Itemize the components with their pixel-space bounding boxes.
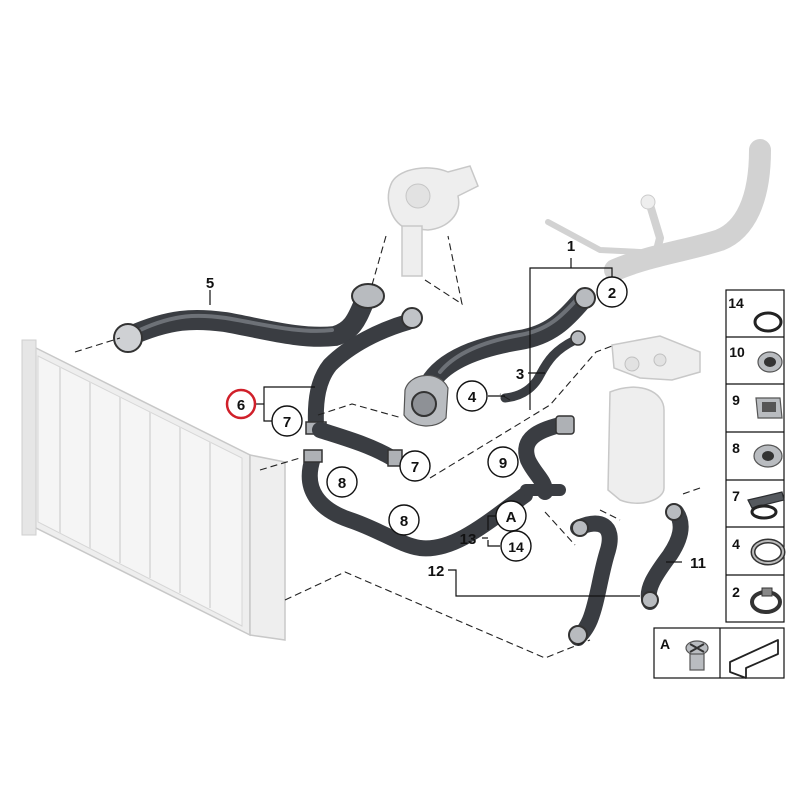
svg-text:9: 9 xyxy=(732,392,740,408)
band-clamp-icon xyxy=(750,538,786,566)
callout-6-highlighted[interactable]: 6 xyxy=(225,388,257,420)
svg-text:3: 3 xyxy=(516,366,524,383)
hose-connector-icon xyxy=(757,351,783,373)
callout-14[interactable]: 14 xyxy=(500,530,532,562)
svg-text:7: 7 xyxy=(732,488,740,504)
svg-text:4: 4 xyxy=(468,389,477,406)
svg-text:14: 14 xyxy=(508,539,524,555)
callout-7-lower[interactable]: 7 xyxy=(399,450,431,482)
svg-text:9: 9 xyxy=(499,455,507,472)
dashed-reference-lines xyxy=(74,235,701,659)
svg-text:10: 10 xyxy=(729,344,745,360)
o-ring-seal-icon xyxy=(753,311,783,333)
svg-text:8: 8 xyxy=(400,513,408,530)
callout-13[interactable]: 13 xyxy=(460,531,477,548)
callout-8-right[interactable]: 8 xyxy=(388,504,420,536)
svg-text:5: 5 xyxy=(206,275,214,292)
svg-text:11: 11 xyxy=(690,555,706,572)
bottom-legend: A xyxy=(653,627,785,679)
callout-4[interactable]: 4 xyxy=(456,380,488,412)
hose-11 xyxy=(640,503,689,610)
svg-text:14: 14 xyxy=(728,295,744,311)
hose-clip-icon xyxy=(755,397,783,419)
callout-11[interactable]: 11 xyxy=(690,555,706,572)
callout-1[interactable]: 1 xyxy=(567,238,575,255)
legend-item-2[interactable]: 2 xyxy=(732,584,782,614)
svg-text:4: 4 xyxy=(732,536,740,552)
callout-12[interactable]: 12 xyxy=(428,563,445,580)
radiator xyxy=(21,339,286,641)
worm-clamp-icon xyxy=(750,587,782,614)
svg-text:6: 6 xyxy=(237,397,245,414)
callout-2[interactable]: 2 xyxy=(596,276,628,308)
highlight-ring xyxy=(225,388,257,420)
svg-text:2: 2 xyxy=(608,285,616,302)
thermostat-housing xyxy=(387,165,479,277)
hose-8 xyxy=(301,449,533,557)
hose-3 xyxy=(500,330,586,403)
svg-text:7: 7 xyxy=(283,414,291,431)
svg-text:A: A xyxy=(660,636,670,652)
svg-text:12: 12 xyxy=(428,563,445,580)
callout-A[interactable]: A xyxy=(495,500,527,532)
drain-plug-icon xyxy=(685,640,709,671)
svg-text:8: 8 xyxy=(732,440,740,456)
legend-item-9[interactable]: 9 xyxy=(732,392,783,419)
engine-pipe xyxy=(545,139,771,281)
svg-text:8: 8 xyxy=(338,475,346,492)
callout-5[interactable]: 5 xyxy=(206,275,214,292)
hose-1 xyxy=(403,287,596,427)
callout-7-upper[interactable]: 7 xyxy=(271,405,303,437)
legend-item-7[interactable]: 7 xyxy=(732,488,785,520)
svg-text:1: 1 xyxy=(567,238,575,255)
svg-text:7: 7 xyxy=(411,459,419,476)
callout-3[interactable]: 3 xyxy=(516,366,524,383)
legend-item-10[interactable]: 10 xyxy=(729,344,783,373)
svg-text:2: 2 xyxy=(732,584,740,600)
hose-12 xyxy=(568,515,618,646)
hose-5 xyxy=(113,283,385,353)
spring-clamp-icon xyxy=(747,491,785,520)
radiator-side-tank xyxy=(249,454,286,641)
hose-9 xyxy=(518,415,575,500)
expansion-tank xyxy=(607,335,701,504)
svg-text:13: 13 xyxy=(460,531,477,548)
parts-legend: 14 10 9 8 7 xyxy=(725,289,786,623)
callout-9[interactable]: 9 xyxy=(487,446,519,478)
legend-item-A[interactable]: A xyxy=(660,636,709,671)
callout-8-left[interactable]: 8 xyxy=(326,466,358,498)
legend-item-8[interactable]: 8 xyxy=(732,440,783,468)
quick-connector-icon xyxy=(753,444,783,468)
direction-arrow-icon xyxy=(729,639,779,679)
svg-text:A: A xyxy=(506,509,517,526)
hose-7 xyxy=(312,422,403,467)
legend-item-14[interactable]: 14 xyxy=(728,295,783,333)
legend-item-4[interactable]: 4 xyxy=(732,536,786,566)
